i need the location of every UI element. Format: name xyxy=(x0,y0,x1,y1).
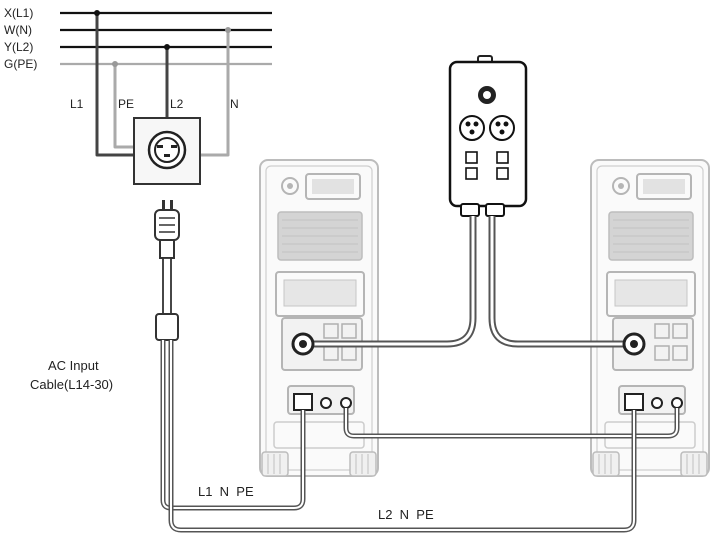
wire-label-left: L1 N PE xyxy=(198,484,254,499)
station-connectors xyxy=(291,332,683,411)
tap-label-l1: L1 xyxy=(70,97,84,111)
cable-label-line1: AC Input xyxy=(48,358,99,373)
cable-label-line2: Cable(L14-30) xyxy=(30,377,113,392)
bus-label-w-n: W(N) xyxy=(4,23,32,37)
bus-label-x-l1: X(L1) xyxy=(4,6,33,20)
power-station-right xyxy=(590,159,710,477)
power-bus: X(L1) W(N) Y(L2) G(PE) xyxy=(4,6,272,71)
tap-wire-l1 xyxy=(95,13,146,157)
tap-label-pe: PE xyxy=(118,97,134,111)
wall-outlet xyxy=(133,117,201,185)
bus-label-g-pe: G(PE) xyxy=(4,57,37,71)
bus-label-y-l2: Y(L2) xyxy=(4,40,33,54)
tap-label-l2: L2 xyxy=(170,97,184,111)
voltage-hub xyxy=(448,55,528,217)
ac-input-plug xyxy=(154,200,180,341)
power-station-left xyxy=(259,159,379,477)
hub-cables xyxy=(304,216,636,348)
tap-label-n: N xyxy=(230,97,239,111)
wire-label-right: L2 N PE xyxy=(378,507,434,522)
